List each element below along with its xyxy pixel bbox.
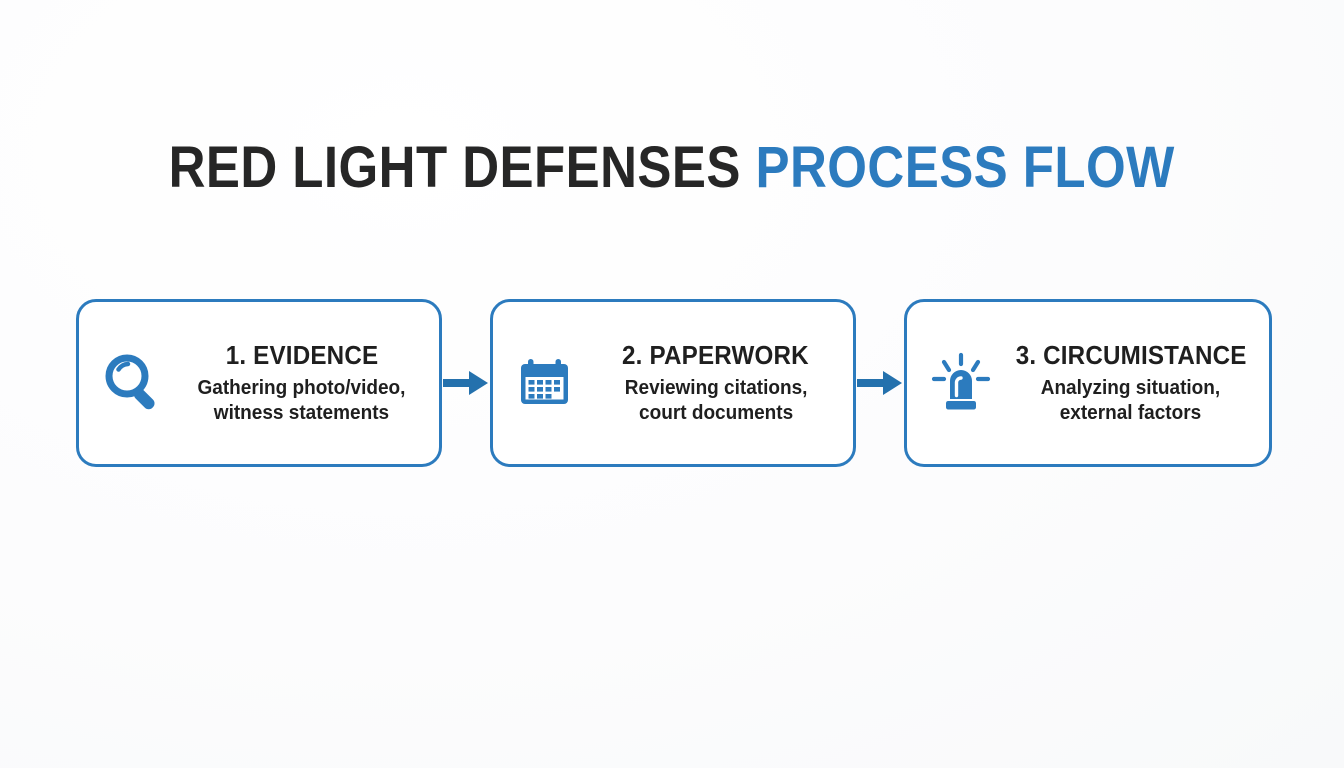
flow-row: 1. EVIDENCE Gathering photo/video, witne… [76, 299, 1272, 467]
step-description-line2: external factors [1060, 402, 1202, 424]
step-title: 2. PAPERWORK [622, 340, 810, 370]
step-text-paperwork: 2. PAPERWORK Reviewing citations, court … [593, 340, 839, 426]
step-description-line2: court documents [638, 402, 793, 424]
step-description: Analyzing situation, external factors [1041, 376, 1220, 426]
calendar-icon [511, 347, 583, 419]
step-card-paperwork[interactable]: 2. PAPERWORK Reviewing citations, court … [489, 299, 856, 467]
page-title-accent: PROCESS FLOW [755, 135, 1176, 200]
step-description-line1: Analyzing situation, [1041, 377, 1221, 399]
step-card-evidence[interactable]: 1. EVIDENCE Gathering photo/video, witne… [76, 299, 442, 467]
step-description: Reviewing citations, court documents [624, 376, 807, 426]
step-description-line1: Reviewing citations, [624, 377, 808, 399]
step-text-circumstance: 3. CIRCUMISTANCE Analyzing situation, ex… [1007, 340, 1255, 426]
step-text-evidence: 1. EVIDENCE Gathering photo/video, witne… [179, 340, 425, 426]
page-title-primary: RED LIGHT DEFENSES [168, 135, 742, 200]
magnifier-icon [97, 347, 169, 419]
arrow-right-icon [442, 368, 490, 398]
step-description-line1: Gathering photo/video, [197, 377, 406, 399]
siren-icon [925, 347, 997, 419]
step-description: Gathering photo/video, witness statement… [198, 376, 406, 426]
page-title: RED LIGHT DEFENSES PROCESS FLOW [0, 136, 1344, 200]
step-title: 3. CIRCUMISTANCE [1015, 340, 1247, 370]
step-description-line2: witness statements [214, 402, 390, 424]
step-title: 1. EVIDENCE [225, 340, 379, 370]
step-card-circumstance[interactable]: 3. CIRCUMISTANCE Analyzing situation, ex… [903, 299, 1272, 467]
arrow-right-icon [856, 368, 904, 398]
